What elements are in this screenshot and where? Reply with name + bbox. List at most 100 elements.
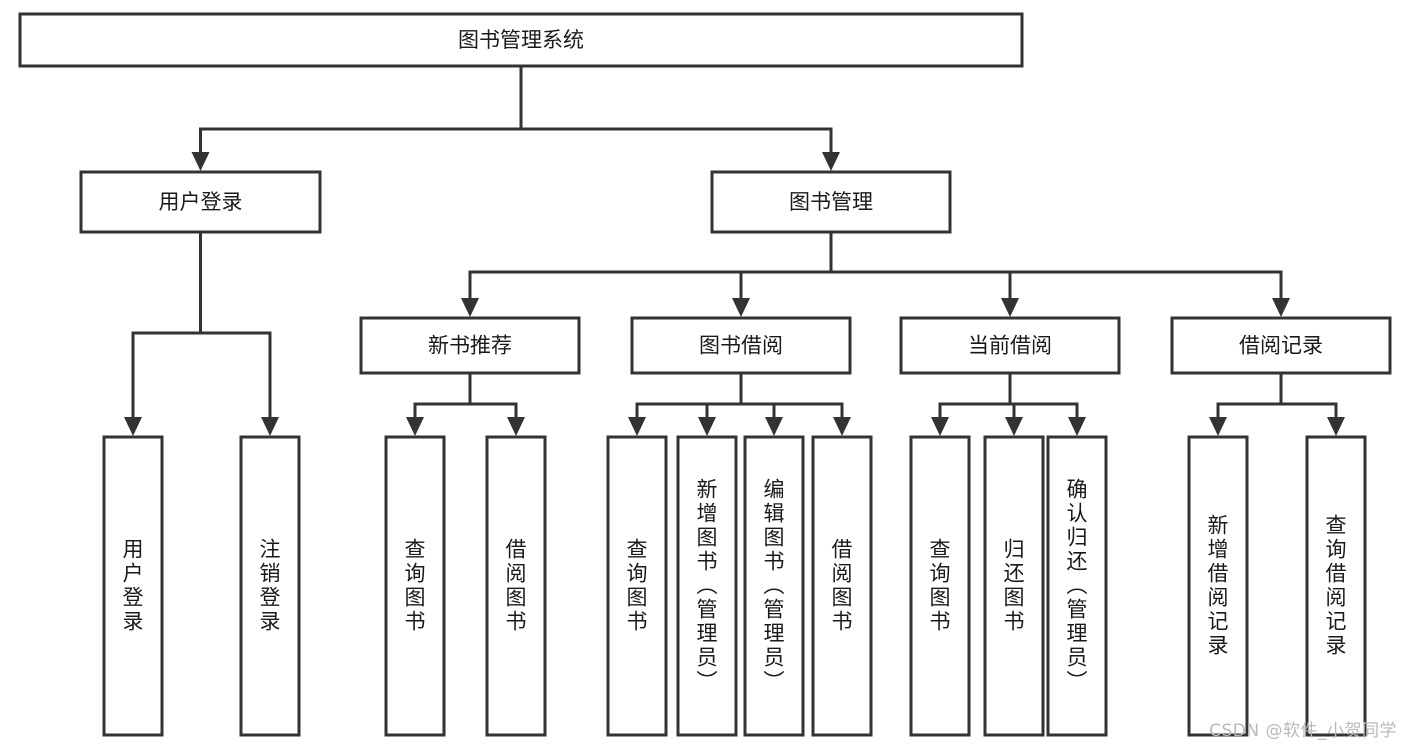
node-box <box>630 316 852 375</box>
connector-path <box>739 373 776 423</box>
node-box <box>909 435 971 737</box>
arrowhead-icon <box>406 417 424 436</box>
node-box <box>18 12 1024 68</box>
connector-path <box>468 232 833 304</box>
node-label: 注销登录 <box>260 538 281 634</box>
node-box <box>899 316 1121 375</box>
node-leaf-query-book-new[interactable]: 查询图书 <box>384 435 446 737</box>
node-box <box>102 435 164 737</box>
node-label: 查询图书 <box>405 538 426 634</box>
node-leaf-return-book[interactable]: 归还图书 <box>983 435 1045 737</box>
arrowhead-icon <box>833 417 851 436</box>
arrowhead-icon <box>1005 417 1023 436</box>
connector-edge-bookmgmt-newbook <box>461 232 833 317</box>
connector-path <box>519 66 833 158</box>
node-login[interactable]: 用户登录 <box>79 170 322 234</box>
connector-edge-current-query <box>931 373 1012 436</box>
node-box <box>811 435 873 737</box>
node-label: 借阅图书 <box>832 538 853 634</box>
arrowhead-icon <box>461 298 479 317</box>
arrowhead-icon <box>507 417 525 436</box>
arrowhead-icon <box>931 417 949 436</box>
node-label: 确认归还︵管理员︶ <box>1067 478 1088 694</box>
node-bookmgmt[interactable]: 图书管理 <box>710 170 952 234</box>
node-leaf-user-login[interactable]: 用户登录 <box>102 435 164 737</box>
node-box <box>983 435 1045 737</box>
arrowhead-icon <box>1068 417 1086 436</box>
node-box <box>485 435 547 737</box>
node-leaf-confirm-return[interactable]: 确认归还︵管理员︶ <box>1046 435 1108 737</box>
connector-edge-record-query <box>1279 373 1345 436</box>
arrowhead-icon <box>1327 417 1345 436</box>
node-leaf-query-record[interactable]: 查询借阅记录 <box>1305 435 1367 737</box>
node-leaf-logout[interactable]: 注销登录 <box>239 435 301 737</box>
connector-edge-current-confirm <box>1008 373 1086 436</box>
connector-edge-newbook-query <box>406 373 472 436</box>
node-leaf-query-book-current[interactable]: 查询图书 <box>909 435 971 737</box>
arrowhead-icon <box>1272 298 1290 317</box>
connector-layer <box>124 66 1345 436</box>
arrowhead-icon <box>191 152 210 171</box>
connector-edge-record-add <box>1209 373 1283 436</box>
node-leaf-borrow-book[interactable]: 借阅图书 <box>811 435 873 737</box>
node-record[interactable]: 借阅记录 <box>1170 316 1392 375</box>
node-box <box>1046 435 1108 737</box>
node-label: 借阅图书 <box>506 538 527 634</box>
node-box <box>606 435 668 737</box>
node-leaf-edit-book[interactable]: 编辑图书︵管理员︶ <box>743 435 805 737</box>
node-leaf-query-book-borrow[interactable]: 查询图书 <box>606 435 668 737</box>
arrowhead-icon <box>732 298 750 317</box>
connector-path <box>413 373 472 423</box>
node-label: 新书推荐 <box>428 334 512 358</box>
node-label: 图书借阅 <box>699 334 783 358</box>
node-root[interactable]: 图书管理系统 <box>18 12 1024 68</box>
node-box <box>710 170 952 234</box>
connector-path <box>938 373 1012 423</box>
node-box <box>1305 435 1367 737</box>
node-label: 借阅记录 <box>1239 334 1323 358</box>
connector-path <box>199 232 272 423</box>
arrowhead-icon <box>261 417 279 436</box>
connector-edge-root-login <box>191 66 523 171</box>
connector-path <box>1008 373 1079 423</box>
node-label: 新增图书︵管理员︶ <box>697 478 718 694</box>
node-label: 图书管理系统 <box>458 28 584 52</box>
node-label: 当前借阅 <box>968 334 1052 358</box>
node-leaf-add-book[interactable]: 新增图书︵管理员︶ <box>676 435 738 737</box>
node-box <box>676 435 738 737</box>
node-box <box>1187 435 1249 737</box>
node-borrow[interactable]: 图书借阅 <box>630 316 852 375</box>
node-leaf-borrow-book-new[interactable]: 借阅图书 <box>485 435 547 737</box>
node-box <box>743 435 805 737</box>
connector-edge-newbook-borrow <box>468 373 525 436</box>
node-current[interactable]: 当前借阅 <box>899 316 1121 375</box>
arrowhead-icon <box>1209 417 1227 436</box>
connector-path <box>1279 373 1338 423</box>
arrowhead-icon <box>628 417 646 436</box>
node-label: 查询图书 <box>930 538 951 634</box>
arrowhead-icon <box>1001 298 1019 317</box>
connector-edge-root-bookmgmt <box>519 66 840 171</box>
connector-path <box>199 66 523 158</box>
arrowhead-icon <box>822 152 840 171</box>
arrowhead-icon <box>124 417 142 436</box>
node-label: 新增借阅记录 <box>1208 514 1229 658</box>
connector-path <box>635 373 743 423</box>
node-label: 归还图书 <box>1004 538 1025 634</box>
node-box <box>79 170 322 234</box>
connector-path <box>739 232 833 304</box>
connector-edge-login-user-login <box>124 232 202 436</box>
connector-path <box>1216 373 1283 423</box>
connector-path <box>829 232 1012 304</box>
node-box <box>359 316 581 375</box>
arrowhead-icon <box>765 417 783 436</box>
node-label: 用户登录 <box>123 538 144 634</box>
node-newbook[interactable]: 新书推荐 <box>359 316 581 375</box>
node-box <box>239 435 301 737</box>
node-label: 编辑图书︵管理员︶ <box>764 478 785 694</box>
node-leaf-add-record[interactable]: 新增借阅记录 <box>1187 435 1249 737</box>
connector-edge-login-logout <box>199 232 279 436</box>
node-label: 查询图书 <box>627 538 648 634</box>
